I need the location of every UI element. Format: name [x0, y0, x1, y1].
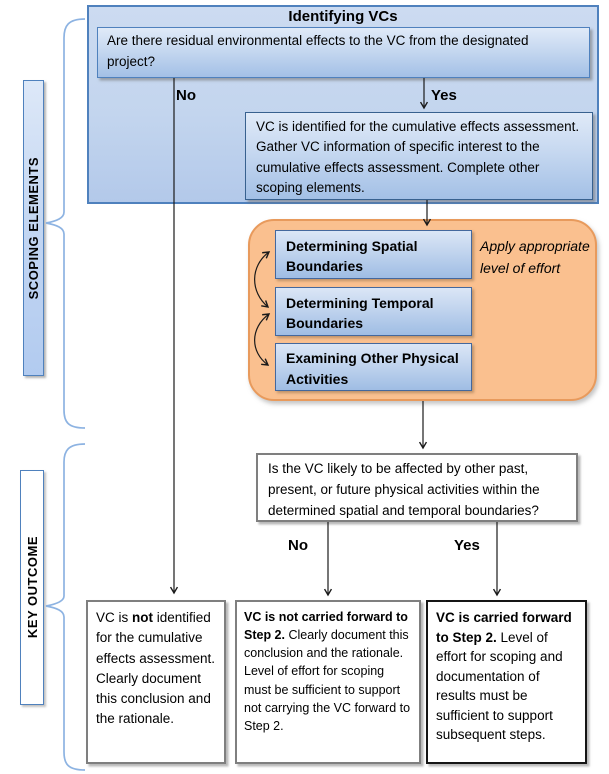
diagram-title: Identifying VCs [288, 8, 398, 25]
question2-no-label: No [288, 537, 308, 554]
question1-box: Are there residual environmental effects… [97, 27, 590, 78]
question2-box: Is the VC likely to be affected by other… [256, 453, 578, 522]
question2-text: Is the VC likely to be affected by other… [268, 461, 540, 518]
scoping-elements-brace [45, 18, 86, 429]
spatial-boundaries-box: Determining Spatial Boundaries [275, 230, 472, 279]
temporal-boundaries-label: Determining Temporal Boundaries [286, 294, 434, 331]
key-outcome-label: KEY OUTCOME [24, 536, 40, 639]
vc-identified-box: VC is identified for the cumulative effe… [245, 112, 593, 200]
vc-identified-text: VC is identified for the cumulative effe… [256, 119, 580, 195]
question1-yes-label: Yes [431, 87, 457, 104]
outcome-carried-forward-post: Level of effort for scoping and document… [436, 629, 563, 743]
outcome-not-identified-box: VC is not identified for the cumulative … [86, 600, 226, 764]
question1-text: Are there residual environmental effects… [107, 33, 529, 69]
spatial-boundaries-label: Determining Spatial Boundaries [286, 237, 418, 274]
outcome-not-carried-forward-post: Clearly document this conclusion and the… [244, 628, 411, 733]
outcome-carried-forward-bold: VC is carried forward to Step 2. [436, 610, 572, 645]
key-outcome-label-box: KEY OUTCOME [20, 470, 44, 705]
outcome-not-carried-forward-box: VC is not carried forward to Step 2. Cle… [235, 600, 421, 764]
scoping-elements-label: SCOPING ELEMENTS [26, 156, 41, 300]
effort-note: Apply appropriate level of effort [480, 238, 590, 276]
key-outcome-brace [45, 443, 86, 771]
scoping-elements-label-box: SCOPING ELEMENTS [23, 80, 44, 376]
outcome-not-identified-post: identified for the cumulative effects as… [96, 610, 216, 727]
outcome-not-carried-forward-bold: VC is not carried forward to Step 2. [244, 610, 408, 643]
question1-no-label: No [176, 87, 196, 104]
other-activities-box: Examining Other Physical Activities [275, 343, 472, 391]
outcome-not-identified-pre: VC is [96, 610, 133, 625]
outcome-carried-forward-box: VC is carried forward to Step 2. Level o… [426, 600, 587, 764]
other-activities-label: Examining Other Physical Activities [286, 350, 459, 387]
outcome-not-identified-bold: not [132, 610, 154, 625]
question2-yes-label: Yes [454, 537, 480, 554]
temporal-boundaries-box: Determining Temporal Boundaries [275, 287, 472, 336]
